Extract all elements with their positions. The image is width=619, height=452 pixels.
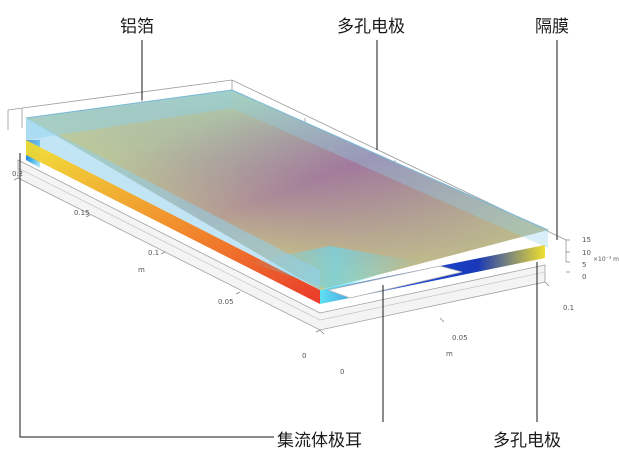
x-tick-label: 0.1 xyxy=(563,304,575,312)
y-tick-label: 0.1 xyxy=(148,249,160,257)
label-porous-electrode-top: 多孔电极 xyxy=(337,17,405,37)
z-tick-label: 0 xyxy=(582,273,587,281)
left-edge-band xyxy=(26,140,320,304)
y-tick-label: 0.15 xyxy=(74,209,90,217)
label-foil: 铝箔 xyxy=(120,17,154,37)
label-current-collector-tab: 集流体极耳 xyxy=(277,431,362,451)
y-tick-label: 0 xyxy=(302,352,307,360)
label-porous-electrode-bottom: 多孔电极 xyxy=(493,431,561,451)
current-collector-tab xyxy=(326,265,463,299)
leader-lines xyxy=(19,40,558,438)
y-axis-unit: m xyxy=(138,266,145,274)
label-separator: 隔膜 xyxy=(535,17,569,37)
z-tick-label: 10 xyxy=(582,249,591,257)
axis-ticks xyxy=(13,177,570,335)
top-face-overlay xyxy=(26,90,548,290)
x-tick-label: 0 xyxy=(340,368,345,376)
x-tick-label: 0.05 xyxy=(452,334,468,342)
foil-layer xyxy=(25,89,549,290)
y-tick-label: 0.2 xyxy=(12,170,24,178)
z-tick-label: 5 xyxy=(582,261,587,269)
y-tick-label: 0.05 xyxy=(218,298,234,306)
z-axis-unit: ×10⁻³ m xyxy=(593,256,619,263)
x-axis-unit: m xyxy=(446,350,453,358)
z-tick-label: 15 xyxy=(582,236,591,244)
